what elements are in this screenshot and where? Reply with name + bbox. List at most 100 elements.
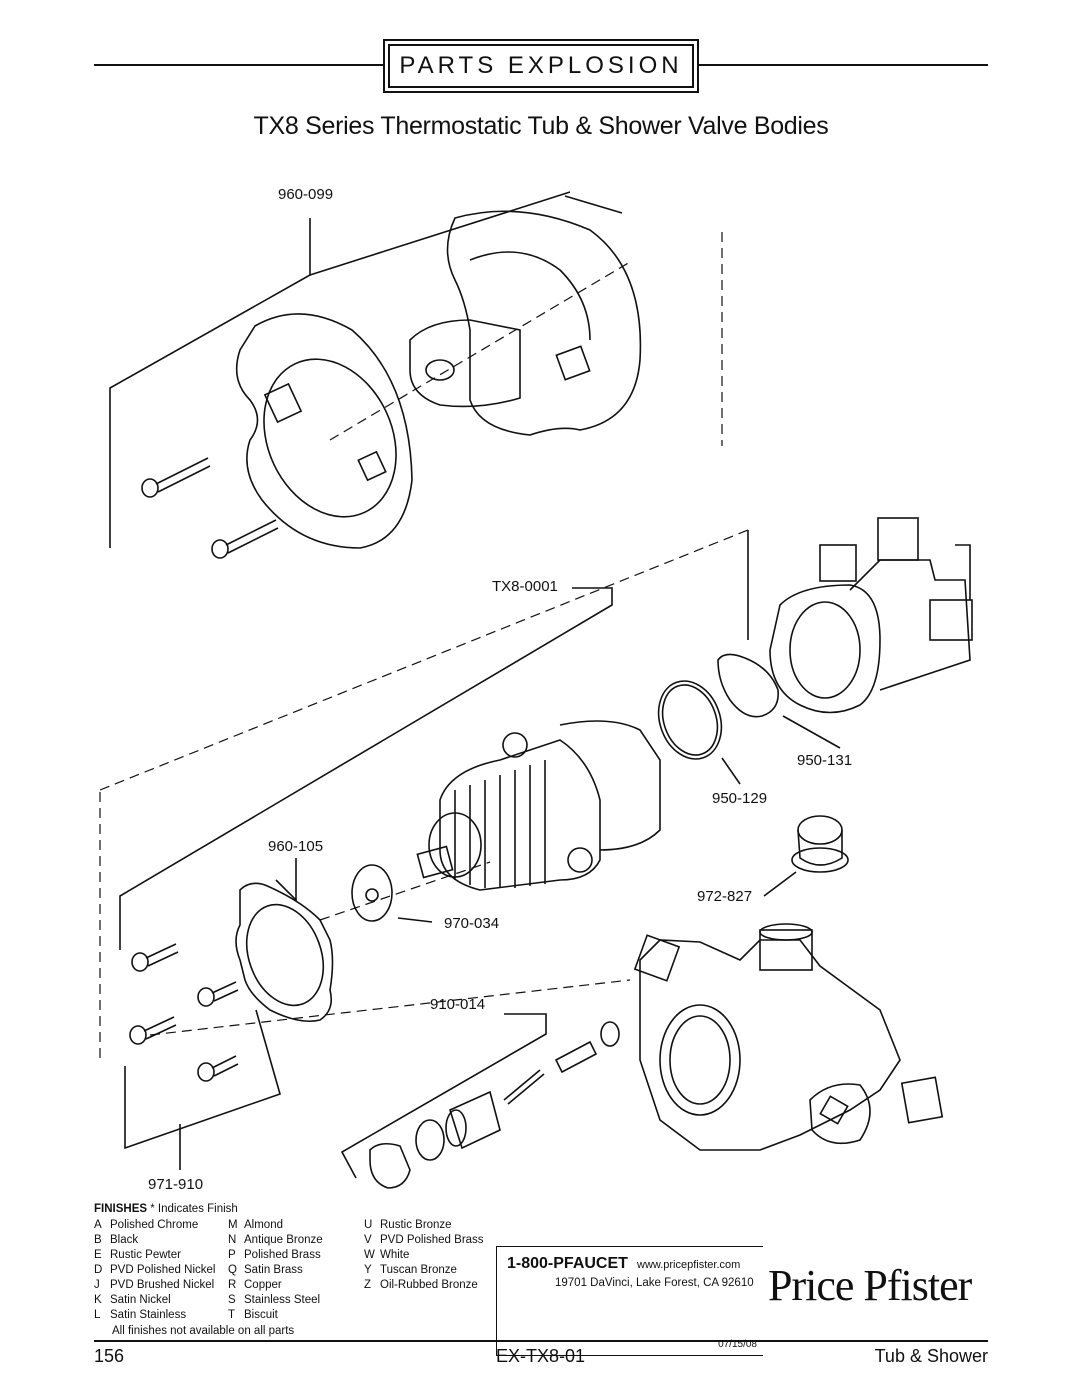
finish-code: T xyxy=(228,1309,236,1321)
finish-item: R Copper xyxy=(228,1278,323,1293)
header-rule-right xyxy=(694,64,988,66)
contact-address: 19701 DaVinci, Lake Forest, CA 92610 xyxy=(555,1277,754,1289)
finish-code: K xyxy=(94,1294,102,1306)
finish-item: K Satin Nickel xyxy=(94,1293,215,1308)
finish-name: PVD Polished Brass xyxy=(380,1234,484,1246)
trim-kit-bracket xyxy=(109,191,623,548)
label-oring-129: 950-129 xyxy=(712,790,768,807)
document-code: EX-TX8-01 xyxy=(496,1346,586,1366)
valve-body-lower xyxy=(633,923,944,1151)
finish-code: A xyxy=(94,1219,102,1231)
finish-item: J PVD Brushed Nickel xyxy=(94,1278,215,1293)
finishes-legend: FINISHES * Indicates Finish A Polished Ch… xyxy=(94,1202,494,1342)
finish-item: S Stainless Steel xyxy=(228,1293,323,1308)
trim-sleeve xyxy=(409,210,642,436)
finish-item: P Polished Brass xyxy=(228,1248,323,1263)
mounting-screws xyxy=(129,943,239,1082)
finish-code: Q xyxy=(228,1264,237,1276)
header-rule-left xyxy=(94,64,384,66)
finish-code: S xyxy=(228,1294,236,1306)
contact-box: 1-800-PFAUCET www.pricepfister.com 19701… xyxy=(496,1246,763,1356)
label-gasket-105: 960-105 xyxy=(268,838,324,855)
screws-bracket xyxy=(124,1009,281,1150)
page-title: TX8 Series Thermostatic Tub & Shower Val… xyxy=(253,112,829,140)
finish-name: Tuscan Bronze xyxy=(380,1264,457,1276)
oring-129 xyxy=(657,680,723,760)
bushing-827 xyxy=(791,815,849,873)
finish-item: B Black xyxy=(94,1233,215,1248)
assembly-axis-lines xyxy=(99,232,749,1058)
finish-code: R xyxy=(228,1279,237,1291)
finish-name: Antique Bronze xyxy=(244,1234,323,1246)
finish-name: Biscuit xyxy=(244,1309,278,1321)
finish-item: V PVD Polished Brass xyxy=(364,1233,484,1248)
finish-item: D PVD Polished Nickel xyxy=(94,1263,215,1278)
contact-phone: 1-800-PFAUCET xyxy=(507,1255,628,1272)
finish-name: Stainless Steel xyxy=(244,1294,321,1306)
gasket-105 xyxy=(235,882,334,1023)
finish-name: PVD Polished Nickel xyxy=(110,1264,216,1276)
finish-item: A Polished Chrome xyxy=(94,1218,215,1233)
finish-name: Satin Brass xyxy=(244,1264,303,1276)
escutcheon-plate xyxy=(235,313,413,549)
finish-code: W xyxy=(364,1249,375,1261)
label-screws-910: 971-910 xyxy=(148,1176,204,1193)
finish-code: U xyxy=(364,1219,373,1231)
page-category: Tub & Shower xyxy=(874,1346,988,1366)
brand-logo: Price Pfister xyxy=(768,1261,972,1310)
finish-item: T Biscuit xyxy=(228,1308,323,1323)
cartridge-bracket xyxy=(119,530,749,950)
finish-code: B xyxy=(94,1234,102,1246)
label-trim-kit: 960-099 xyxy=(278,186,334,203)
cap-034 xyxy=(351,864,393,922)
finish-item: W White xyxy=(364,1248,484,1263)
finish-code: E xyxy=(94,1249,102,1261)
finish-code: L xyxy=(94,1309,101,1321)
section-label: PARTS EXPLOSION xyxy=(388,44,694,88)
finish-name: Rustic Bronze xyxy=(380,1219,452,1231)
finish-code: D xyxy=(94,1264,103,1276)
finish-name: Polished Brass xyxy=(244,1249,321,1261)
finish-name: Satin Nickel xyxy=(110,1294,171,1306)
finish-name: PVD Brushed Nickel xyxy=(110,1279,215,1291)
finish-code: N xyxy=(228,1234,237,1246)
finish-item: Q Satin Brass xyxy=(228,1263,323,1278)
finish-name: Polished Chrome xyxy=(110,1219,199,1231)
finish-code: Y xyxy=(364,1264,372,1276)
finish-code: Z xyxy=(364,1279,372,1291)
finishes-availability-note: All finishes not available on all parts xyxy=(112,1325,295,1337)
label-check-014: 910-014 xyxy=(430,996,486,1013)
finish-code: J xyxy=(94,1279,100,1291)
finishes-heading: FINISHES xyxy=(94,1203,148,1215)
label-cap-034: 970-034 xyxy=(444,915,500,932)
page-number: 156 xyxy=(94,1346,125,1366)
finish-name: Copper xyxy=(244,1279,282,1291)
finish-name: Oil-Rubbed Bronze xyxy=(380,1279,478,1291)
contact-website: www.pricepfister.com xyxy=(637,1259,741,1271)
check-stop-assembly xyxy=(340,1013,620,1189)
finishes-star-note: * Indicates Finish xyxy=(150,1203,238,1215)
seal-131 xyxy=(717,653,779,718)
label-cartridge: TX8-0001 xyxy=(492,578,558,595)
finish-item: Y Tuscan Bronze xyxy=(364,1263,484,1278)
trim-screws xyxy=(141,457,279,559)
valve-body-upper xyxy=(769,517,973,714)
label-seal-131: 950-131 xyxy=(797,752,853,769)
finish-name: Almond xyxy=(244,1219,283,1231)
finish-name: Satin Stainless xyxy=(110,1309,187,1321)
label-bushing-827: 972-827 xyxy=(697,888,753,905)
finish-name: Black xyxy=(110,1234,139,1246)
revision-date: 07/15/08 xyxy=(718,1339,757,1350)
cartridge-body xyxy=(416,720,661,891)
finish-code: P xyxy=(228,1249,236,1261)
finish-name: White xyxy=(380,1249,410,1261)
finish-item: Z Oil-Rubbed Bronze xyxy=(364,1278,484,1293)
footer-rule xyxy=(94,1340,988,1342)
finish-item: N Antique Bronze xyxy=(228,1233,323,1248)
finish-code: V xyxy=(364,1234,372,1246)
finish-code: M xyxy=(228,1219,238,1231)
